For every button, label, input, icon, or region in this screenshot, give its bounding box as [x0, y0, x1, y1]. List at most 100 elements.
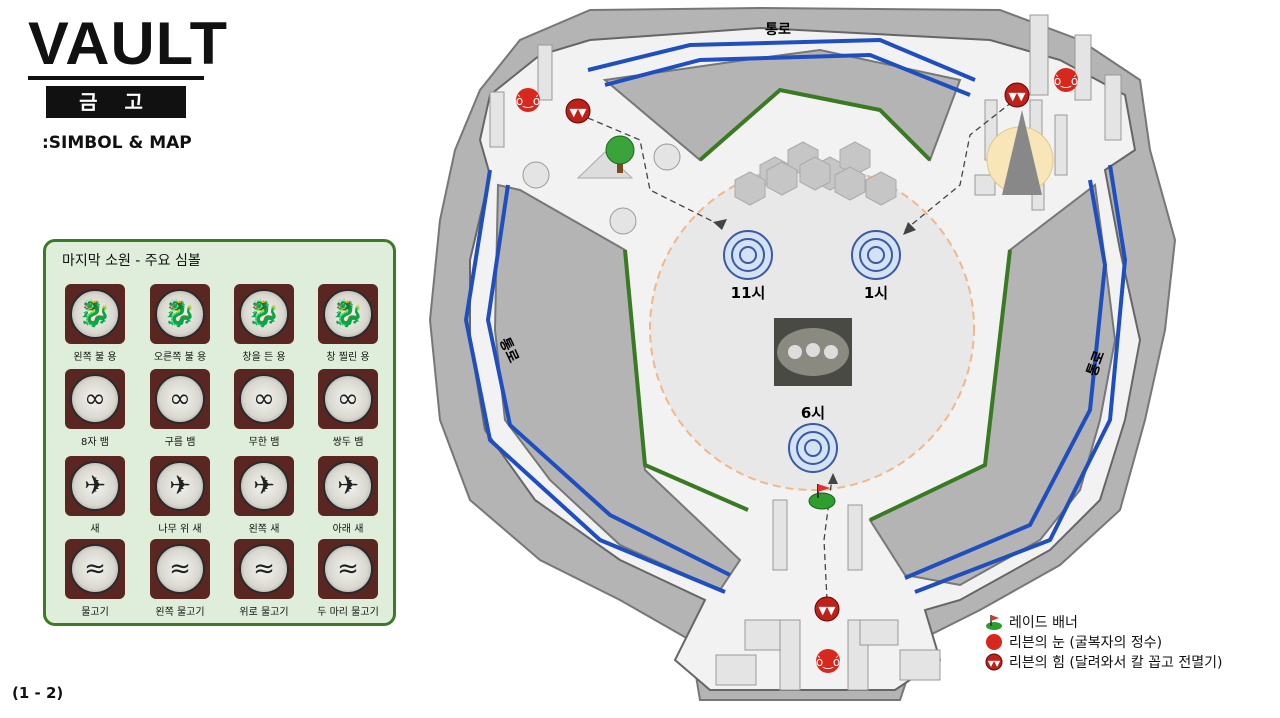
legend-label: 레이드 배너	[1009, 615, 1078, 631]
raid-banner-icon	[986, 615, 1002, 630]
symbols-panel-title: 마지막 소원 - 주요 심볼	[62, 253, 201, 269]
corridor-top-inner	[604, 52, 971, 97]
symbol-label: 아래 새	[332, 524, 364, 535]
plate-11-label: 11시	[731, 284, 766, 302]
symbol-card: ∞ 8자 뱀	[53, 369, 137, 448]
symbol-card: ✈ 아래 새	[306, 456, 390, 535]
symbol-label: 왼쪽 물고기	[155, 607, 205, 618]
plate-6-label: 6시	[801, 404, 825, 422]
symbol-card: ∞ 무한 뱀	[222, 369, 306, 448]
symbol-card: ∞ 쌍두 뱀	[306, 369, 390, 448]
hex-stones	[734, 141, 897, 206]
symbol-label: 오른쪽 불 용	[153, 352, 207, 363]
svg-text:▼▼: ▼▼	[1009, 90, 1026, 103]
angry-demon-icon	[986, 634, 1002, 650]
corridor-right	[914, 164, 1128, 594]
legend-item-raid-banner: 레이드 배너	[985, 612, 1223, 632]
symbol-label: 쌍두 뱀	[332, 437, 364, 448]
symbol-card: ✈새	[53, 456, 137, 535]
legend-label: 리븐의 눈 (굴복자의 정수)	[1009, 635, 1163, 651]
plate-6[interactable]	[788, 423, 838, 473]
symbol-card: ✈왼쪽 새	[222, 456, 306, 535]
oni-mask-icon: ▼▼	[565, 98, 591, 124]
symbol-label: 창 찔린 용	[326, 352, 370, 363]
raid-banner-icon[interactable]	[808, 484, 836, 510]
page-number: (1 - 2)	[12, 684, 64, 702]
symbol-label: 두 마리 물고기	[317, 607, 379, 618]
symbol-card: ✈ 나무 위 새	[138, 456, 222, 535]
corridor-top-label: 통로	[765, 22, 791, 38]
bird-icon: ✈	[318, 456, 378, 516]
bird-icon: ✈	[150, 456, 210, 516]
dragon-icon: 🐉	[65, 284, 125, 344]
plate-1-label: 1시	[864, 284, 888, 302]
symbol-label: 구름 뱀	[164, 437, 196, 448]
snake-icon: ∞	[234, 369, 294, 429]
arrowheads	[713, 219, 916, 484]
fish-icon: ≈	[318, 539, 378, 599]
ledge-right	[869, 249, 1012, 522]
snake-icon: ∞	[65, 369, 125, 429]
snake-icon: ∞	[318, 369, 378, 429]
oni-mask-icon: ▼▼	[985, 653, 1003, 671]
dragon-icon: 🐉	[234, 284, 294, 344]
oni-mask-icon: ▼▼	[1004, 82, 1030, 108]
plate-1[interactable]	[851, 230, 901, 280]
corridor-top	[587, 37, 976, 82]
symbol-label: 위로 물고기	[239, 607, 289, 618]
spire	[1002, 110, 1042, 195]
symbol-label: 무한 뱀	[248, 437, 280, 448]
ledge-left	[623, 249, 749, 512]
symbol-card: ≈ 물고기	[53, 539, 137, 618]
symbol-label: 새	[90, 524, 100, 535]
svg-text:ò‿ó: ò‿ó	[516, 94, 540, 108]
title-block: VAULT 금 고	[28, 14, 227, 118]
snake-icon: ∞	[150, 369, 210, 429]
svg-text:▼▼: ▼▼	[819, 604, 836, 617]
symbol-card: 🐉 창 찔린 용	[306, 284, 390, 363]
plate-11[interactable]	[723, 230, 773, 280]
dragon-icon: 🐉	[150, 284, 210, 344]
dragon-icon: 🐉	[318, 284, 378, 344]
angry-demon-icon: ò‿ó	[516, 88, 540, 112]
symbol-card: ∞ 구름 뱀	[138, 369, 222, 448]
ledge-top	[698, 87, 932, 162]
svg-text:▼▼: ▼▼	[988, 659, 1001, 668]
pillars	[489, 14, 1122, 691]
symbol-label: 8자 뱀	[81, 437, 109, 448]
svg-text:▼▼: ▼▼	[570, 106, 587, 119]
legend-label: 리븐의 힘 (달려와서 칼 꼽고 전멸기)	[1009, 655, 1223, 671]
symbol-card: ≈ 두 마리 물고기	[306, 539, 390, 618]
tree-icon	[605, 135, 635, 173]
symbols-panel: 마지막 소원 - 주요 심볼 🐉 왼쪽 불 용 🐉 오른쪽 불 용 🐉 창을 든 용 🐉 창 …	[43, 239, 396, 626]
page-title: VAULT	[28, 10, 228, 77]
symbol-label: 창을 든 용	[242, 352, 286, 363]
page-subtitle: 금 고	[46, 86, 186, 118]
angry-demon-icon: ò‿ó	[1054, 68, 1078, 92]
symbol-card: ≈ 위로 물고기	[222, 539, 306, 618]
svg-text:ò‿ó: ò‿ó	[816, 655, 840, 669]
fish-icon: ≈	[234, 539, 294, 599]
legend-item-strength: ▼▼ 리븐의 힘 (달려와서 칼 꼽고 전멸기)	[985, 652, 1223, 672]
fish-icon: ≈	[150, 539, 210, 599]
symbol-label: 왼쪽 불 용	[73, 352, 117, 363]
map-legend: 레이드 배너 리븐의 눈 (굴복자의 정수) ▼▼ 리븐의 힘 (달려와서 칼 …	[985, 612, 1223, 672]
corridor-right-inner	[904, 179, 1108, 580]
bird-icon: ✈	[65, 456, 125, 516]
corridor-left-inner	[485, 184, 731, 577]
page-caption: :SIMBOL & MAP	[42, 133, 192, 153]
symbol-card: ≈ 왼쪽 물고기	[138, 539, 222, 618]
symbol-card: 🐉 왼쪽 불 용	[53, 284, 137, 363]
symbol-label: 물고기	[81, 607, 109, 618]
vault-console-image	[774, 318, 852, 386]
angry-demon-icon: ò‿ó	[816, 649, 840, 673]
corridor-left	[463, 169, 726, 594]
symbol-card: 🐉 창을 든 용	[222, 284, 306, 363]
legend-item-eye: 리븐의 눈 (굴복자의 정수)	[985, 632, 1223, 652]
symbol-card: 🐉 오른쪽 불 용	[138, 284, 222, 363]
fish-icon: ≈	[65, 539, 125, 599]
symbol-label: 나무 위 새	[158, 524, 202, 535]
symbol-label: 왼쪽 새	[248, 524, 280, 535]
oni-mask-icon: ▼▼	[814, 596, 840, 622]
